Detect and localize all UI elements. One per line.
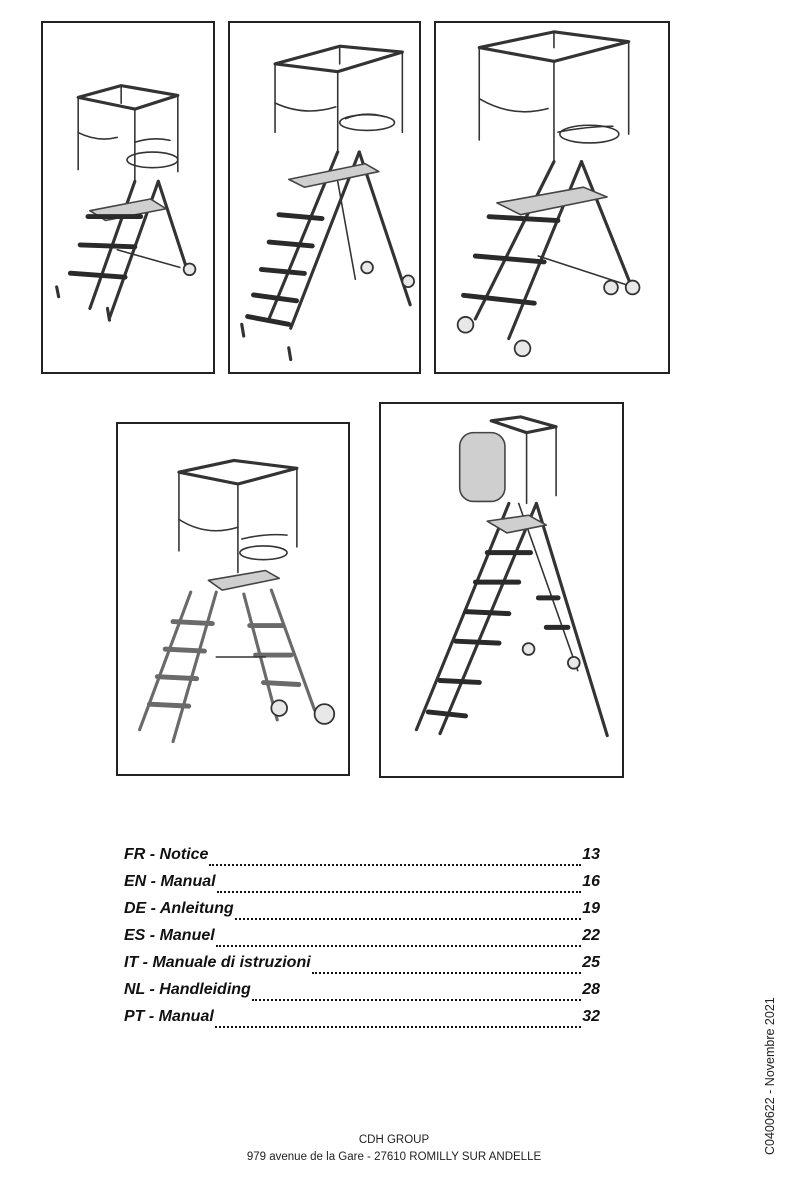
figure-ladder-3 — [434, 21, 670, 374]
toc-page-number: 13 — [582, 846, 600, 863]
ladder-illustration — [414, 415, 609, 738]
ladder-illustration — [456, 30, 641, 358]
toc-entry-en[interactable]: EN - Manual 16 — [124, 873, 600, 900]
toc-label: PT - Manual — [124, 1008, 214, 1025]
toc-entry-it[interactable]: IT - Manuale di istruzioni 25 — [124, 954, 600, 981]
toc-leader-dots — [311, 972, 582, 974]
toc-label: IT - Manuale di istruzioni — [124, 954, 311, 971]
toc-label: FR - Notice — [124, 846, 209, 863]
toc-page-number: 25 — [582, 954, 600, 971]
toc-leader-dots — [215, 945, 582, 947]
figure-ladder-1 — [41, 21, 215, 374]
figure-ladder-4 — [116, 422, 350, 776]
toc-page-number: 22 — [582, 927, 600, 944]
ladder-illustration — [55, 84, 197, 322]
toc-leader-dots — [209, 864, 582, 866]
figure-ladder-5 — [379, 402, 624, 778]
ladder-illustration — [138, 458, 336, 744]
toc-page-number: 28 — [582, 981, 600, 998]
footer-company: CDH GROUP — [358, 1134, 430, 1146]
toc-page-number: 32 — [582, 1008, 600, 1025]
toc-entry-pt[interactable]: PT - Manual 32 — [124, 1008, 600, 1035]
toc-entry-de[interactable]: DE - Anleitung 19 — [124, 900, 600, 927]
toc-leader-dots — [214, 1026, 582, 1028]
figure-ladder-2 — [228, 21, 421, 374]
toc-label: ES - Manuel — [124, 927, 215, 944]
toc-leader-dots — [216, 891, 582, 893]
toc-label: NL - Handleiding — [124, 981, 251, 998]
toc-leader-dots — [251, 999, 582, 1001]
footer: CDH GROUP 979 avenue de la Gare - 27610 … — [0, 1132, 808, 1166]
toc-leader-dots — [234, 918, 582, 920]
toc-entry-es[interactable]: ES - Manuel 22 — [124, 927, 600, 954]
toc-label: EN - Manual — [124, 873, 216, 890]
ladder-illustration — [240, 44, 415, 362]
table-of-contents: FR - Notice 13 EN - Manual 16 DE - Anlei… — [124, 846, 600, 1035]
toc-page-number: 16 — [582, 873, 600, 890]
toc-entry-nl[interactable]: NL - Handleiding 28 — [124, 981, 600, 1008]
toc-entry-fr[interactable]: FR - Notice 13 — [124, 846, 600, 873]
toc-page-number: 19 — [582, 900, 600, 917]
footer-address: 979 avenue de la Gare - 27610 ROMILLY SU… — [246, 1151, 542, 1163]
toc-label: DE - Anleitung — [124, 900, 234, 917]
